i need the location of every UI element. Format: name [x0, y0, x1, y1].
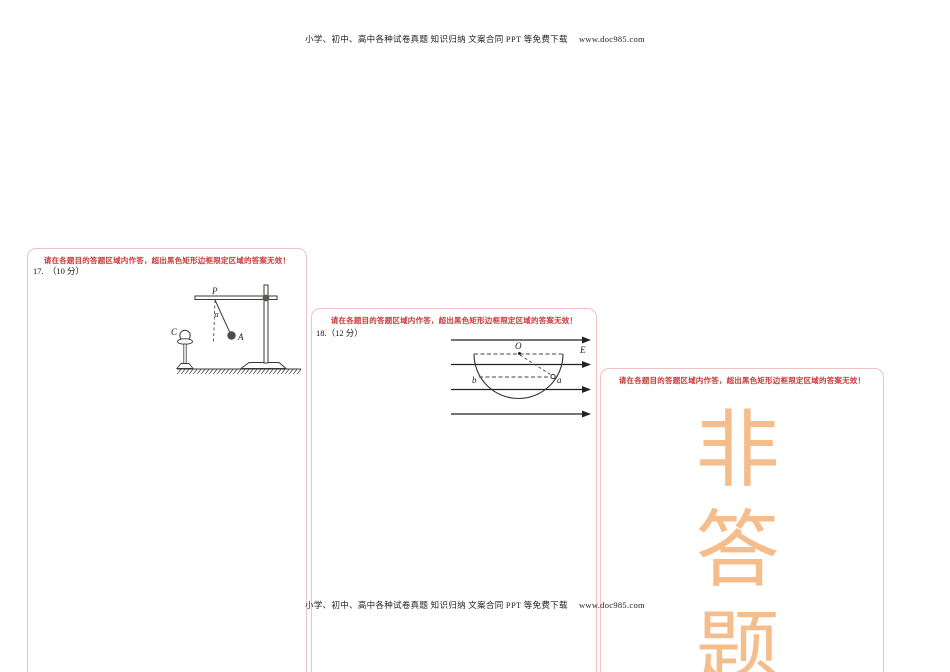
page-footer-text: 小学、初中、高中各种试卷真题 知识归纳 文案合同 PPT 等免费下载 www.d… — [305, 600, 645, 610]
pendulum-ball-a — [227, 331, 236, 340]
page-header-text: 小学、初中、高中各种试卷真题 知识归纳 文案合同 PPT 等免费下载 www.d… — [305, 34, 645, 44]
label-alpha: α — [215, 310, 220, 319]
question-17-label: 17. （10 分） — [33, 266, 85, 276]
ball-cup — [177, 338, 193, 345]
answer-box-instruction: 请在各题目的答题区域内作答，超出黑色矩形边框限定区域的答案无效！ — [330, 316, 578, 325]
label-a: a — [557, 375, 562, 385]
semicircle-boundary — [473, 353, 564, 400]
answer-box-3: 请在各题目的答题区域内作答，超出黑色矩形边框限定区域的答案无效！ — [600, 368, 884, 672]
answer-box-instruction: 请在各题目的答题区域内作答，超出黑色矩形边框限定区域的答案无效！ — [618, 376, 866, 385]
field-line-2 — [451, 361, 591, 368]
field-line-4 — [451, 410, 591, 418]
small-stand-base — [176, 363, 194, 369]
answer-box-q17: 请在各题目的答题区域内作答，超出黑色矩形边框限定区域的答案无效！ — [27, 248, 307, 672]
field-line-1 — [451, 336, 591, 344]
electric-field-diagram: O E a b — [451, 336, 591, 418]
answer-box-q18: 请在各题目的答题区域内作答，超出黑色矩形边框限定区域的答案无效！ — [311, 308, 597, 672]
vertical-dashed-line — [213, 299, 216, 344]
label-o: O — [515, 341, 522, 351]
small-stand-pole — [183, 343, 187, 365]
pendulum-string — [214, 299, 232, 336]
answer-box-instruction: 请在各题目的答题区域内作答，超出黑色矩形边框限定区域的答案无效！ — [43, 256, 291, 265]
stand-pole — [263, 284, 269, 364]
stand-base — [239, 362, 288, 369]
label-b: b — [472, 375, 477, 385]
dashed-radius-oa — [519, 354, 553, 376]
center-point-o — [518, 352, 521, 355]
ground-hatching — [177, 369, 301, 374]
question-18-label: 18.（12 分） — [316, 328, 363, 338]
label-p: P — [211, 286, 218, 296]
pendulum-apparatus-diagram: P α A C — [171, 284, 301, 374]
clamp-knob — [262, 294, 270, 302]
label-c: C — [171, 327, 178, 337]
point-a-marker — [550, 373, 556, 380]
label-a: A — [237, 332, 244, 342]
horizontal-bar — [194, 295, 278, 300]
field-line-3 — [451, 386, 591, 393]
label-e: E — [579, 345, 586, 355]
